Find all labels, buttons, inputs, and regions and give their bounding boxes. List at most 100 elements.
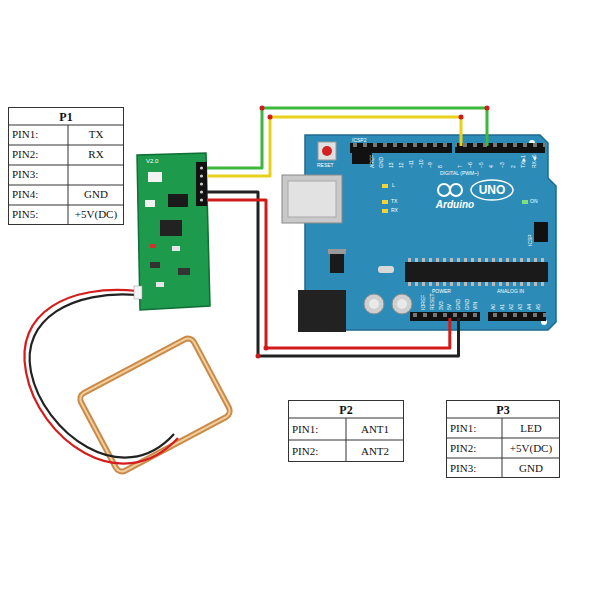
pin-name: 3V3 xyxy=(439,301,444,310)
silkscreen-text: ANALOG IN xyxy=(497,289,524,294)
pin-table-grid xyxy=(8,145,124,146)
arduino-uno-board xyxy=(410,312,480,321)
pin-name: A2 xyxy=(509,304,514,310)
table-cell: GND xyxy=(68,189,124,200)
rfid-module xyxy=(145,200,155,207)
rfid-module xyxy=(134,286,142,299)
rfid-module xyxy=(150,244,156,248)
rfid-module xyxy=(156,282,164,287)
arduino-uno-board xyxy=(534,222,548,242)
pin-name: A3 xyxy=(518,304,523,310)
table-cell: PIN3: xyxy=(450,463,500,474)
arduino-uno-board xyxy=(405,282,548,286)
arduino-uno-board xyxy=(330,253,344,273)
pin-name: IOREF xyxy=(421,295,426,310)
arduino-uno-board xyxy=(522,200,528,204)
table-cell: PIN1: xyxy=(12,129,66,140)
rfid-module xyxy=(200,190,203,193)
pin-name: ~10 xyxy=(419,160,424,168)
pin-name: ~6 xyxy=(468,162,473,168)
silkscreen-text: RESET xyxy=(317,163,334,168)
arduino-uno-board xyxy=(282,175,342,223)
pin-table-grid xyxy=(446,438,560,439)
arduino-uno-board xyxy=(298,290,346,332)
arduino-uno-board xyxy=(392,294,412,314)
pin-name: VIN xyxy=(473,302,478,310)
pin-name: 5V xyxy=(447,304,452,310)
pin-name: 8 xyxy=(438,165,443,168)
pin-name: ~3 xyxy=(500,162,505,168)
arduino-uno-board xyxy=(382,184,388,188)
pin-name: ~11 xyxy=(409,160,414,168)
arduino-uno-board xyxy=(282,135,556,332)
silkscreen-text: ON xyxy=(530,199,538,204)
pin-name: A1 xyxy=(500,304,505,310)
pin-name: GND xyxy=(456,299,461,310)
board-version: V2.0 xyxy=(146,158,158,164)
pin-name: GND xyxy=(379,157,384,168)
rfid-module xyxy=(134,153,210,310)
table-cell: PIN1: xyxy=(292,424,344,435)
wire-joint-dot xyxy=(459,115,464,120)
arduino-uno-board xyxy=(364,294,384,314)
silkscreen-text: ICSP2 xyxy=(352,138,366,143)
rfid-module xyxy=(200,174,203,177)
rfid-module xyxy=(172,246,180,251)
silkscreen-text: ICSP xyxy=(528,234,533,246)
arduino-uno-board xyxy=(471,180,513,200)
pin-name: TX▶1 xyxy=(521,155,526,168)
pin-table-grid xyxy=(8,185,124,186)
table-cell: TX xyxy=(68,129,124,140)
pin-name: ~9 xyxy=(428,162,433,168)
table-cell: PIN4: xyxy=(12,189,66,200)
pin-table-grid xyxy=(502,418,503,478)
pin-table-grid xyxy=(8,107,124,225)
rfid-module xyxy=(200,198,203,201)
arduino-uno-board xyxy=(350,143,452,153)
wire-joint-dot xyxy=(256,106,490,359)
table-cell: ANT2 xyxy=(346,446,404,457)
table-cell: PIN1: xyxy=(450,423,500,434)
pin-table-grid xyxy=(68,125,69,225)
silkscreen-text: L xyxy=(392,183,395,188)
table-cell: PIN2: xyxy=(12,149,66,160)
jumper-wires xyxy=(207,200,450,348)
pin-name: 2 xyxy=(511,165,516,168)
table-cell: PIN3: xyxy=(12,169,66,180)
pin-name: A0 xyxy=(491,304,496,310)
arduino-uno-board xyxy=(288,181,336,217)
wire-joint-dot xyxy=(256,354,261,359)
board-model: UNO xyxy=(471,184,513,196)
wire-joint-dot xyxy=(485,106,490,111)
pin-name: RESET xyxy=(430,293,435,310)
rfid-module xyxy=(150,262,160,268)
arduino-uno-board xyxy=(438,184,450,196)
arduino-uno-board xyxy=(378,266,394,273)
pin-table-grid xyxy=(288,400,404,462)
table-cell: +5V(DC) xyxy=(68,209,124,220)
silkscreen-text: DIGITAL (PWM~) xyxy=(440,171,479,176)
silkscreen-text: TX xyxy=(391,199,397,204)
arduino-uno-board xyxy=(318,142,336,160)
pin-table-grid xyxy=(446,418,560,419)
arduino-uno-board xyxy=(369,299,379,309)
arduino-uno-board xyxy=(322,146,332,156)
rfid-module xyxy=(178,268,190,275)
arduino-uno-board xyxy=(488,312,546,321)
pin-table-grid xyxy=(346,418,347,462)
wire-joint-dot xyxy=(260,106,265,111)
rfid-module xyxy=(200,166,203,169)
pin-name: 4 xyxy=(489,165,494,168)
pin-name: 12 xyxy=(399,162,404,168)
antenna-leads xyxy=(24,290,178,464)
table-cell: GND xyxy=(502,463,560,474)
jumper-wires xyxy=(207,117,461,176)
pin-table-grid xyxy=(8,205,124,206)
arduino-uno-board xyxy=(450,184,462,196)
pin-name: 7 xyxy=(458,165,463,168)
pin-table-grid xyxy=(8,165,124,166)
table-cell: RX xyxy=(68,149,124,160)
arduino-uno-board xyxy=(455,143,545,153)
rfid-module xyxy=(196,162,207,206)
